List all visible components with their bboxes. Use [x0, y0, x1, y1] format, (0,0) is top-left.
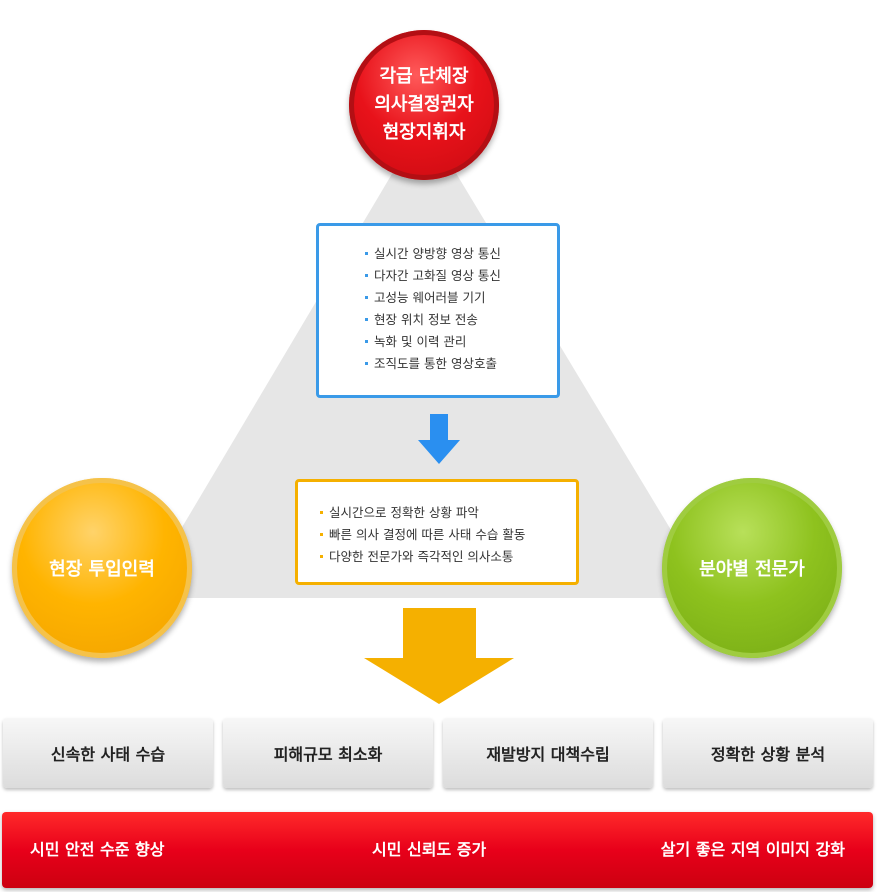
top-node-leaders: 각급 단체장 의사결정권자 현장지휘자	[349, 30, 499, 180]
outcome-box: 신속한 사태 수습	[3, 718, 213, 788]
outcome-box: 재발방지 대책수립	[443, 718, 653, 788]
feature-item: 조직도를 통한 영상호출	[365, 353, 557, 375]
left-node-label: 현장 투입인력	[49, 559, 155, 580]
feature-item: 고성능 웨어러블 기기	[365, 287, 557, 309]
left-node-field-personnel: 현장 투입인력	[12, 478, 192, 658]
result-item: 시민 안전 수준 향상	[30, 840, 165, 859]
effects-box: 실시간으로 정확한 상황 파악 빠른 의사 결정에 따른 사태 수습 활동 다양…	[295, 479, 579, 585]
result-item: 살기 좋은 지역 이미지 강화	[660, 840, 845, 859]
top-node-line-1: 각급 단체장	[379, 66, 469, 87]
outcome-box: 정확한 상황 분석	[663, 718, 873, 788]
blue-down-arrow	[418, 414, 460, 464]
right-node-label: 분야별 전문가	[699, 559, 805, 580]
effect-item: 다양한 전문가와 즉각적인 의사소통	[320, 546, 576, 568]
outcome-box: 피해규모 최소화	[223, 718, 433, 788]
effect-item: 실시간으로 정확한 상황 파악	[320, 502, 576, 524]
effects-list: 실시간으로 정확한 상황 파악 빠른 의사 결정에 따른 사태 수습 활동 다양…	[320, 502, 576, 568]
features-box: 실시간 양방향 영상 통신 다자간 고화질 영상 통신 고성능 웨어러블 기기 …	[316, 223, 560, 398]
feature-item: 현장 위치 정보 전송	[365, 309, 557, 331]
feature-item: 다자간 고화질 영상 통신	[365, 265, 557, 287]
top-node-line-2: 의사결정권자	[374, 94, 474, 115]
feature-item: 녹화 및 이력 관리	[365, 331, 557, 353]
result-item: 시민 신뢰도 증가	[372, 840, 487, 859]
feature-item: 실시간 양방향 영상 통신	[365, 243, 557, 265]
features-list: 실시간 양방향 영상 통신 다자간 고화질 영상 통신 고성능 웨어러블 기기 …	[365, 243, 557, 375]
top-node-line-3: 현장지휘자	[382, 122, 466, 143]
orange-down-arrow	[364, 608, 514, 704]
right-node-experts: 분야별 전문가	[662, 478, 842, 658]
result-bar: 시민 안전 수준 향상 시민 신뢰도 증가 살기 좋은 지역 이미지 강화	[2, 812, 873, 888]
effect-item: 빠른 의사 결정에 따른 사태 수습 활동	[320, 524, 576, 546]
